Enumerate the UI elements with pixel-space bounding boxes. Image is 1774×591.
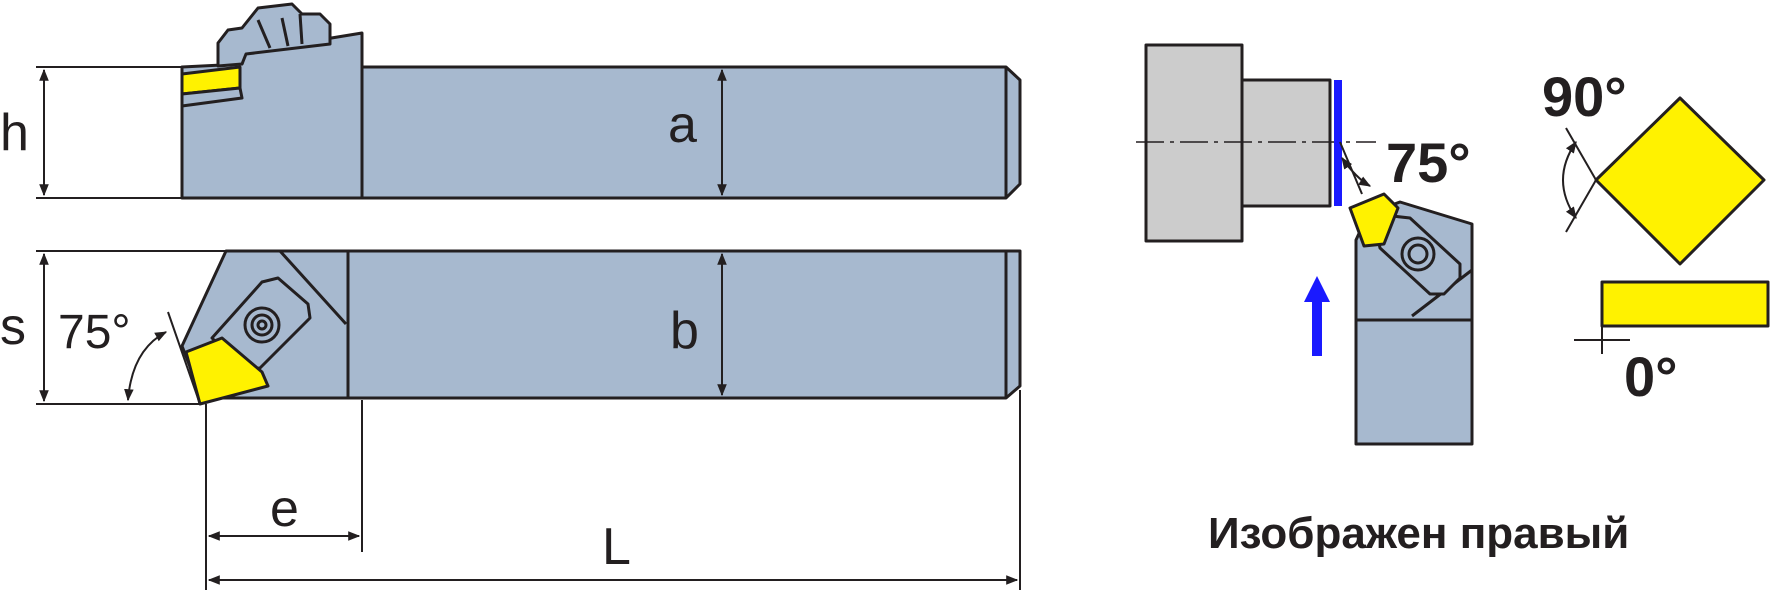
angle-arc-top: [124, 311, 202, 405]
feed-arrow: [1304, 276, 1330, 356]
label-a: a: [668, 96, 697, 154]
dim-h: [36, 66, 182, 199]
label-e: e: [270, 480, 299, 538]
top-view: [180, 249, 1022, 406]
clamp-side: [216, 2, 332, 68]
insert-square: [1594, 96, 1766, 266]
angle-arc-insert: [1562, 127, 1597, 233]
side-view: [180, 2, 1022, 200]
holder-front-view: [1348, 192, 1474, 446]
insert-detail: [1594, 96, 1770, 328]
label-clearance: 0°: [1624, 345, 1678, 408]
label-angle-insert: 90°: [1542, 65, 1627, 128]
label-h: h: [0, 104, 29, 162]
shim-side: [180, 86, 244, 108]
dim-e-L: [205, 390, 1021, 590]
label-angle-top: 75°: [58, 306, 131, 359]
label-angle-front: 75°: [1386, 131, 1471, 194]
caption: Изображен правый: [1208, 509, 1629, 558]
workpiece-view: [1144, 43, 1332, 243]
label-b: b: [670, 302, 699, 360]
label-s: s: [0, 298, 26, 356]
insert-profile: [1600, 280, 1770, 328]
head-side: [180, 31, 364, 200]
workpiece-large: [1144, 43, 1244, 243]
label-L: L: [602, 518, 631, 576]
angle-arc-front: [1339, 141, 1372, 195]
insert-front: [1348, 192, 1400, 248]
clearance-mark: [1574, 322, 1630, 354]
workpiece-small: [1240, 78, 1332, 208]
